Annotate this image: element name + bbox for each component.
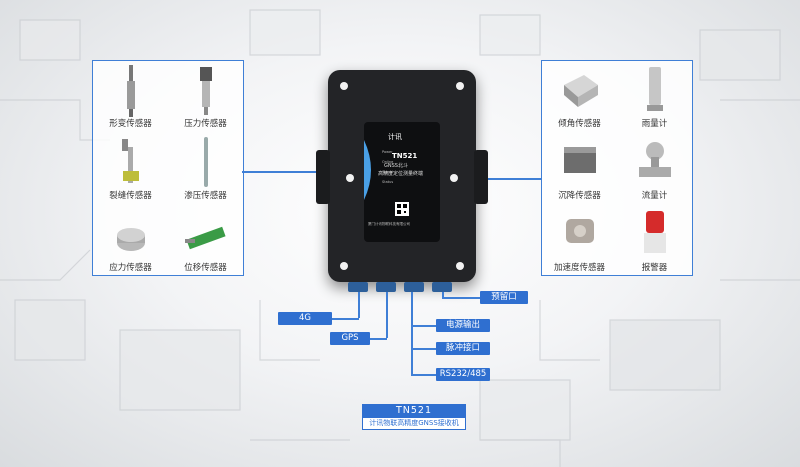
- caption-name: 计讯物联高精度GNSS接收机: [362, 417, 466, 430]
- port-serial-tag: RS232/485: [436, 368, 490, 381]
- device-model: TN521: [392, 152, 418, 160]
- left-item-seepage: 渗压传感器: [168, 133, 243, 203]
- left-item-strain: 形变传感器: [93, 61, 168, 131]
- right-item-label: 倾角传感器: [558, 119, 601, 129]
- line-gps-h: [370, 338, 387, 340]
- crack-sensor-icon: [121, 139, 139, 183]
- left-item-pressure: 压力传感器: [168, 61, 243, 131]
- left-item-stress: 应力传感器: [93, 205, 168, 275]
- right-item-label: 雨量计: [641, 119, 668, 129]
- device-screw-holes: [340, 82, 464, 270]
- right-connector-line: [476, 178, 541, 180]
- right-item-label: 沉降传感器: [558, 191, 601, 201]
- line-power-h: [411, 325, 436, 327]
- right-item-label: 流量计: [641, 191, 668, 201]
- device-description: 高精度定位测量终端: [378, 171, 424, 177]
- settlement-sensor-icon: [563, 147, 596, 173]
- product-caption: TN521 计讯物联高精度GNSS接收机: [362, 404, 466, 430]
- line-serial-v: [411, 292, 413, 374]
- left-item-label: 渗压传感器: [184, 191, 227, 201]
- port-gps-connector: [376, 282, 396, 292]
- left-connector-line: [242, 171, 328, 173]
- displacement-sensor-icon: [184, 226, 226, 250]
- device-right-mount-ear: [474, 150, 488, 204]
- port-gps-tag: GPS: [330, 332, 370, 345]
- left-sensor-panel: 形变传感器 压力传感器 裂缝传感器 渗压传感器 应力传感器 位移传感器: [92, 60, 244, 276]
- line-gps-v: [386, 292, 388, 338]
- accelerometer-icon: [565, 219, 594, 243]
- line-pulse-h: [411, 348, 436, 350]
- device-led-status: Status: [382, 180, 394, 184]
- device-brand: 计讯: [388, 133, 402, 141]
- device-vendor: 厦门计讯物联科技有限公司: [368, 222, 410, 226]
- seepage-sensor-icon: [203, 137, 208, 187]
- right-item-rain: 雨量计: [617, 61, 692, 131]
- right-item-label: 报警器: [641, 263, 668, 273]
- port-serial-connector: [404, 282, 424, 292]
- device-led-strip: [364, 140, 371, 200]
- left-item-label: 应力传感器: [109, 263, 152, 273]
- right-item-accel: 加速度传感器: [542, 205, 617, 275]
- strain-sensor-icon: [126, 65, 135, 117]
- device-face: 计讯 TN521 GNSS北斗 高精度定位测量终端 Power Online S…: [364, 122, 440, 242]
- alarm-icon: [643, 211, 666, 253]
- device-led-power: Power: [382, 150, 393, 154]
- port-reserved-tag: 预留口: [480, 291, 528, 304]
- right-item-flow: 流量计: [617, 133, 692, 203]
- flow-meter-icon: [638, 142, 671, 177]
- right-item-alarm: 报警器: [617, 205, 692, 275]
- qr-code-icon: [395, 202, 409, 216]
- port-power-tag: 电源输出: [436, 319, 490, 332]
- left-item-crack: 裂缝传感器: [93, 133, 168, 203]
- tilt-sensor-icon: [563, 75, 598, 107]
- left-item-label: 形变传感器: [109, 119, 152, 129]
- left-item-displacement: 位移传感器: [168, 205, 243, 275]
- line-reserved-h: [442, 297, 480, 299]
- device-led-online: Online: [382, 160, 394, 164]
- right-item-tilt: 倾角传感器: [542, 61, 617, 131]
- device-subtitle: GNSS北斗: [384, 163, 408, 169]
- port-reserved-connector: [432, 282, 452, 292]
- line-reserved-v: [442, 292, 444, 297]
- left-item-label: 裂缝传感器: [109, 191, 152, 201]
- tn521-device: 计讯 TN521 GNSS北斗 高精度定位测量终端 Power Online S…: [328, 70, 476, 282]
- rain-gauge-icon: [646, 67, 663, 111]
- caption-model: TN521: [362, 404, 466, 417]
- right-sensor-panel: 倾角传感器 雨量计 沉降传感器 流量计 加速度传感器 报警器: [541, 60, 693, 276]
- device-left-mount-ear: [316, 150, 330, 204]
- port-4g-connector: [348, 282, 368, 292]
- right-item-settlement: 沉降传感器: [542, 133, 617, 203]
- left-item-label: 位移传感器: [184, 263, 227, 273]
- line-4g-h: [332, 318, 359, 320]
- port-pulse-tag: 脉冲接口: [436, 342, 490, 355]
- line-serial-h: [411, 374, 436, 376]
- stress-sensor-icon: [116, 228, 145, 251]
- right-item-label: 加速度传感器: [553, 263, 605, 273]
- pressure-sensor-icon: [199, 67, 212, 115]
- line-4g-v: [358, 292, 360, 318]
- port-4g-tag: 4G: [278, 312, 332, 325]
- device-led-signal: Signal: [382, 170, 393, 174]
- left-item-label: 压力传感器: [184, 119, 227, 129]
